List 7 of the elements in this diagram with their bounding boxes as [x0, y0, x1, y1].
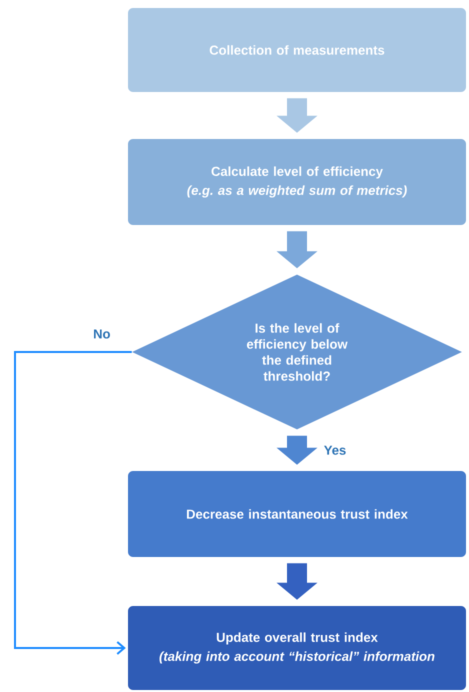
edge-label: Yes [322, 444, 348, 456]
edge-label: No [92, 328, 112, 340]
arrow [14, 351, 132, 655]
process-box: Decrease instantaneous trust index [128, 471, 466, 557]
process-box: Collection of measurements [128, 8, 466, 92]
process-box: Calculate level of efficiency (e.g. as a weighted sum of metrics) [128, 139, 466, 225]
process-box: Update overall trust index (taking into account “historical” information [128, 606, 466, 690]
